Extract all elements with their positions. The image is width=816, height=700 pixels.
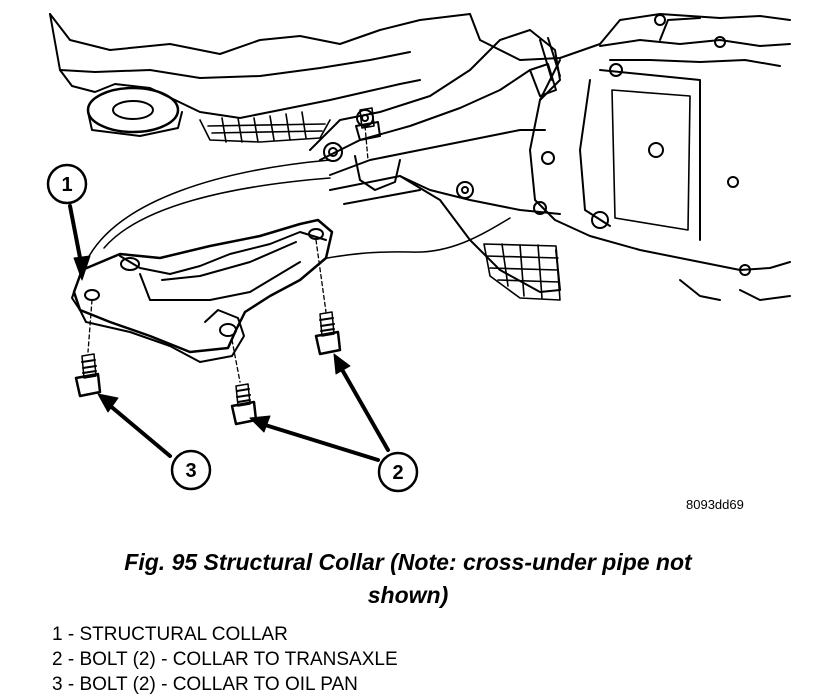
bolt-transaxle-upper <box>355 107 381 141</box>
parts-legend: 1 - STRUCTURAL COLLAR 2 - BOLT (2) - COL… <box>52 622 398 697</box>
bolt-transaxle-left <box>314 311 342 356</box>
figure-caption: Fig. 95 Structural Collar (Note: cross-u… <box>0 546 816 612</box>
legend-item: 2 - BOLT (2) - COLLAR TO TRANSAXLE <box>52 649 398 670</box>
legend-item: 1 - STRUCTURAL COLLAR <box>52 624 288 645</box>
callout-arrows <box>68 204 390 462</box>
bolt-oil-pan-right <box>230 383 258 426</box>
bolt-oil-pan-left <box>74 353 102 398</box>
callout-3: 3 <box>170 449 212 491</box>
structural-collar-part <box>71 218 334 363</box>
engine-block-outline <box>49 13 471 137</box>
mount-bracket <box>309 29 561 199</box>
bolt-centerlines <box>87 125 369 383</box>
caption-line-1: Fig. 95 Structural Collar (Note: cross-u… <box>124 549 692 575</box>
transaxle-bolt-heads <box>533 14 751 276</box>
oil-pan-ribs <box>199 111 331 143</box>
svg-text:3: 3 <box>185 460 196 482</box>
callout-1: 1 <box>46 163 88 205</box>
callout-2: 2 <box>377 451 419 493</box>
oil-pan-lower <box>329 175 561 301</box>
svg-text:1: 1 <box>61 174 72 196</box>
structural-collar-illustration: 1 3 2 <box>46 13 791 493</box>
legend-item: 3 - BOLT (2) - COLLAR TO OIL PAN <box>52 674 358 695</box>
svg-text:2: 2 <box>392 462 403 484</box>
figure-reference-id: 8093dd69 <box>686 497 744 512</box>
caption-line-2: shown) <box>367 582 449 608</box>
